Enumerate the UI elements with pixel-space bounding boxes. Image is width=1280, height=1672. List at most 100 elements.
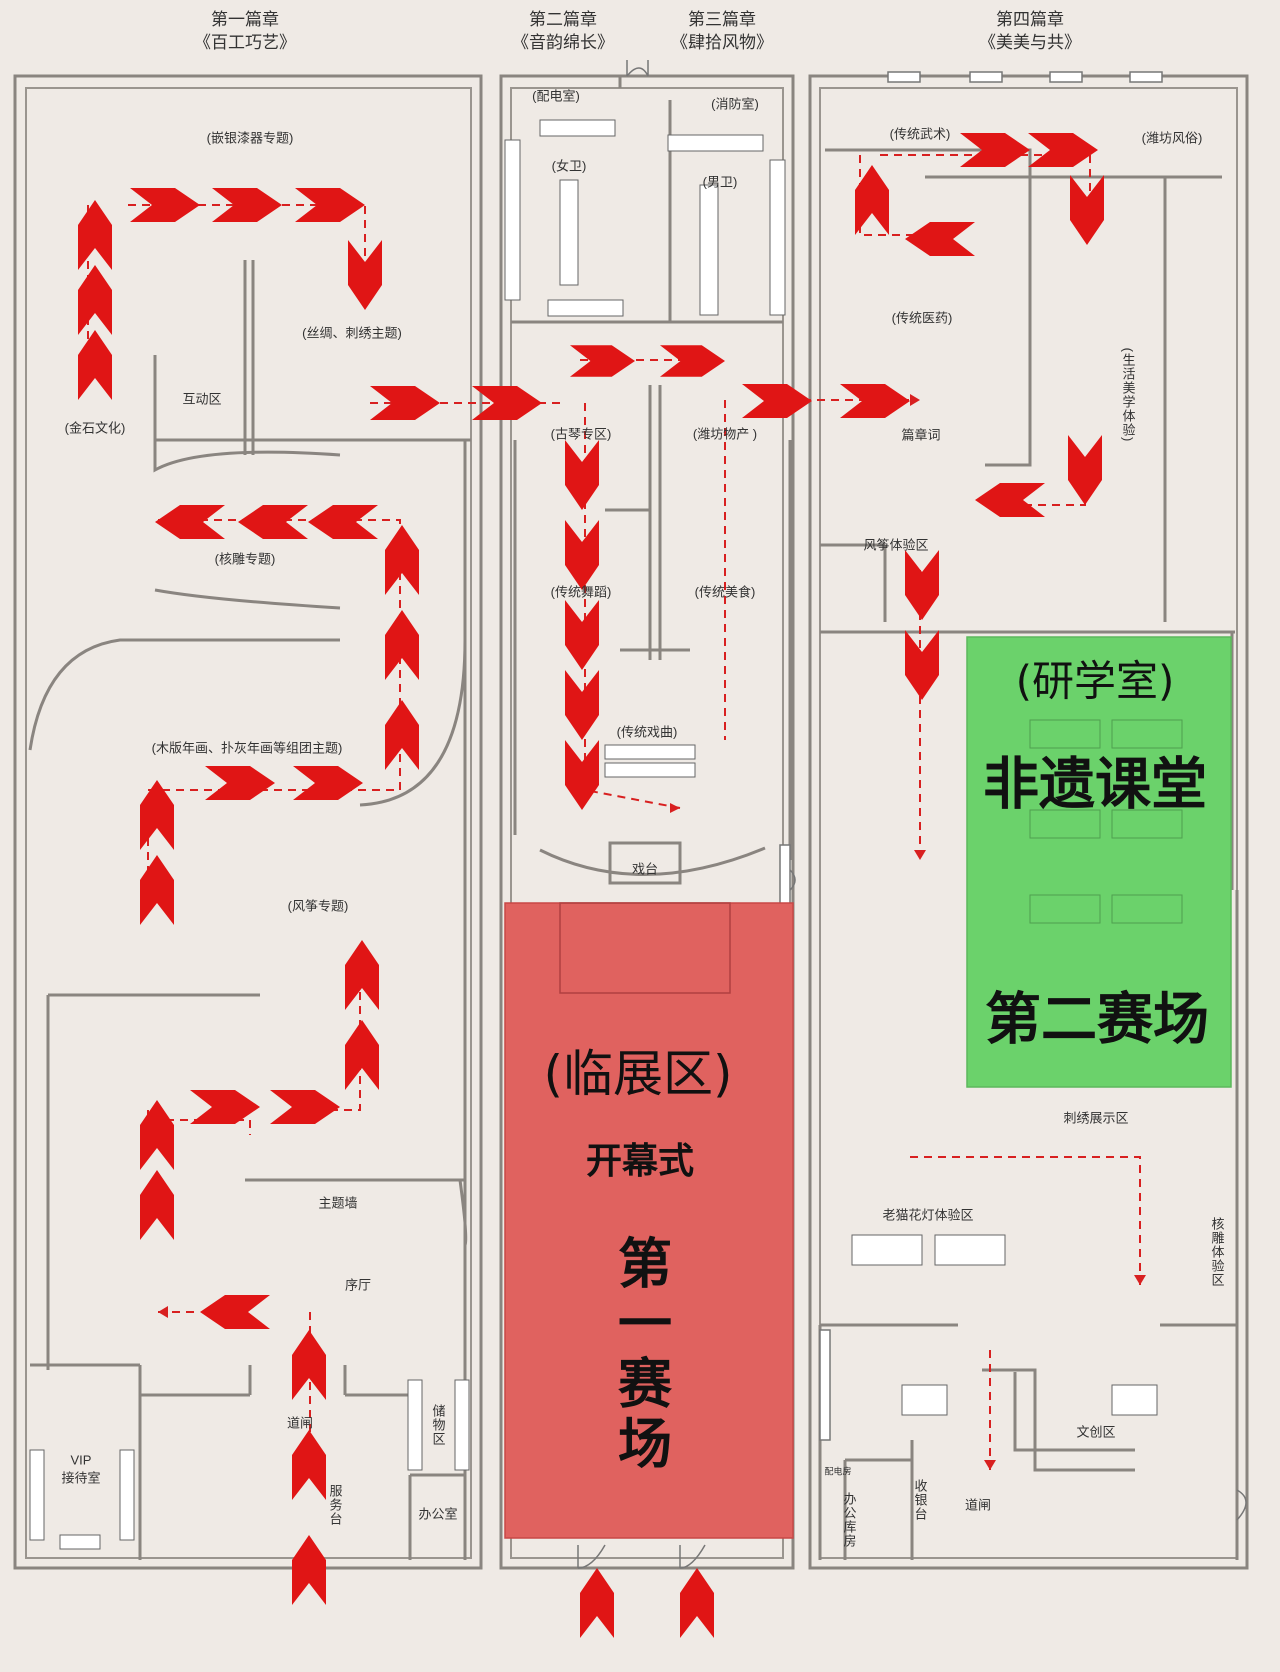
chapter-1-header: 第一篇章 《百工巧艺》 (194, 8, 296, 54)
red-zone-title: (临展区) (543, 1045, 733, 1103)
room-foyer: 序厅 (344, 1277, 372, 1293)
route-arrow (905, 222, 975, 256)
chapter-1-title: 第一篇章 (211, 10, 279, 29)
chapter-1-subtitle: 《百工巧艺》 (194, 33, 296, 52)
green-zone-venue: 第二赛场 (985, 987, 1209, 1053)
dash-arrowheads (158, 394, 1146, 1470)
route-arrow (190, 1090, 260, 1124)
room-custom: (潍坊风俗) (1141, 130, 1203, 146)
room-silk-embroidery: (丝绸、刺绣主题) (302, 325, 402, 341)
red-zone (504, 902, 794, 1539)
route-arrow (140, 1170, 174, 1240)
route-arrow (370, 386, 440, 420)
route-arrow (385, 525, 419, 595)
room-dance: (传统舞蹈) (550, 584, 612, 600)
route-arrow (570, 345, 635, 377)
room-male-wc: (男卫) (702, 174, 738, 190)
chapter-4-header: 第四篇章 《美美与共》 (979, 8, 1081, 54)
room-lantern: 老猫花灯体验区 (882, 1207, 974, 1223)
chapter-4-title: 第四篇章 (996, 10, 1064, 29)
route-arrow (140, 855, 174, 925)
route-arrow (565, 670, 599, 740)
gate-right: 道闸 (964, 1497, 992, 1513)
route-arrow (385, 700, 419, 770)
chapter-2-subtitle: 《音韵绵长》 (512, 33, 614, 52)
route-arrow (385, 610, 419, 680)
route-arrow (565, 740, 599, 810)
stage: 戏台 (631, 861, 659, 877)
chapter-3-title: 第三篇章 (688, 10, 756, 29)
route-arrow (78, 330, 112, 400)
green-zone (966, 636, 1232, 1088)
room-woodblock: (木版年画、扑灰年画等组团主题) (151, 740, 343, 756)
route-arrow (130, 188, 200, 222)
route-arrow (680, 1568, 714, 1638)
route-arrow (565, 440, 599, 510)
route-arrow (975, 483, 1045, 517)
chapter-2-header: 第二篇章 《音韵绵长》 (512, 8, 614, 54)
route-arrow (140, 1100, 174, 1170)
route-arrow (308, 505, 378, 539)
route-arrow (270, 1090, 340, 1124)
route-arrow (345, 1020, 379, 1090)
route-arrow (742, 384, 812, 418)
room-power: (配电室) (532, 88, 580, 104)
route-arrow (565, 600, 599, 670)
room-kite-experience: 风筝体验区 (863, 537, 929, 553)
room-vip: VIP (70, 1452, 92, 1468)
room-weifang-goods: (潍坊物产 ) (692, 426, 758, 442)
room-small: 配电房 (824, 1466, 852, 1477)
route-arrow (565, 520, 599, 590)
route-arrow (205, 766, 275, 800)
route-arrow (1068, 435, 1102, 505)
room-kite-topic: (风筝专题) (287, 898, 349, 914)
room-office-store: 办公库房 (841, 1492, 857, 1548)
room-guqin: (古琴专区) (550, 426, 612, 442)
seating (564, 744, 1158, 1416)
room-embroidery-show: 刺绣展示区 (1063, 1110, 1129, 1126)
building-walls (13, 74, 1249, 1570)
room-medicine: (传统医药) (891, 310, 953, 326)
route-arrow (212, 188, 282, 222)
gate-left: 道闸 (286, 1415, 314, 1431)
middle-walls (511, 76, 792, 885)
red-zone-subtitle: 开幕式 (585, 1141, 695, 1182)
toilet-fixtures (29, 119, 786, 1550)
left-walls (28, 260, 471, 1560)
route-arrow (1028, 133, 1098, 167)
room-walnut-carving: (核雕专题) (214, 551, 276, 567)
chapter-2-title: 第二篇章 (529, 10, 597, 29)
chapter-3-subtitle: 《肆拾风物》 (671, 33, 773, 52)
room-theme-wall: 主题墙 (318, 1195, 358, 1211)
room-food: (传统美食) (694, 584, 756, 600)
chapter-4-subtitle: 《美美与共》 (979, 33, 1081, 52)
room-storage: 储物区 (430, 1404, 446, 1446)
room-fire: (消防室) (711, 96, 759, 112)
route-arrow (155, 505, 225, 539)
green-tables (1029, 719, 1183, 924)
room-vip-reception: 接待室 (61, 1470, 101, 1486)
chapter-3-header: 第三篇章 《肆拾风物》 (671, 8, 773, 54)
room-walnut-experience: 核雕体验区 (1209, 1217, 1225, 1287)
route-arrow (345, 940, 379, 1010)
route-arrow (295, 188, 365, 222)
room-life-aesthetics: (生活美学体验) (1120, 347, 1136, 443)
route-arrow (905, 550, 939, 620)
room-chapter-words: 篇章词 (901, 427, 941, 443)
route-arrow (78, 265, 112, 335)
cashier: 收银台 (912, 1479, 928, 1521)
room-female-wc: (女卫) (551, 158, 587, 174)
red-zone-venue: 第一赛场 (608, 1235, 672, 1475)
room-martial: (传统武术) (889, 126, 951, 142)
route-arrow (238, 505, 308, 539)
green-zone-title: (研学室) (1015, 656, 1175, 706)
room-opera: (传统戏曲) (616, 724, 678, 740)
green-zone-class: 非遗课堂 (983, 752, 1207, 818)
route-arrow (200, 1295, 270, 1329)
route-arrow (580, 1568, 614, 1638)
room-office: 办公室 (418, 1506, 458, 1522)
route-arrow (78, 200, 112, 270)
route-arrow (905, 630, 939, 700)
room-stone-culture: (金石文化) (64, 420, 126, 436)
